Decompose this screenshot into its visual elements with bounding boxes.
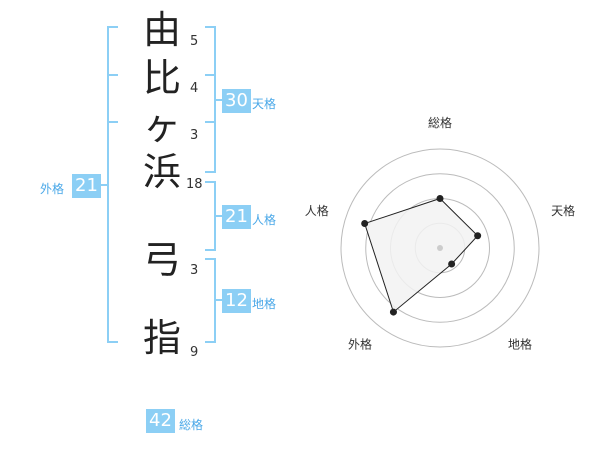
stroke-count-2: 4 (190, 81, 199, 96)
chikaku-value: 12 (222, 289, 251, 313)
radar-axis-label-5: 人格 (305, 203, 329, 218)
radar-axis-label-4: 外格 (348, 336, 372, 351)
soukaku-label: 総格 (179, 418, 204, 432)
chikaku-label: 地格 (252, 297, 277, 311)
name-char-1: 由 (142, 8, 181, 52)
radar-point-5 (361, 220, 369, 228)
soukaku-value: 42 (146, 409, 175, 433)
grid-ring-3 (365, 173, 515, 323)
stroke-count-6: 9 (190, 345, 199, 360)
name-char-6: 指 (142, 316, 181, 360)
radar-axis-label-3: 地格 (508, 336, 532, 351)
tenkaku-value: 30 (222, 89, 251, 113)
stroke-count-5: 3 (190, 263, 199, 278)
name-char-5: 弓 (142, 238, 181, 282)
gaikaku-value: 21 (72, 174, 101, 198)
stroke-count-4: 18 (186, 177, 203, 192)
stroke-count-1: 5 (190, 34, 199, 49)
grid-ring-4 (340, 148, 540, 348)
radar-axis-label-2: 天格 (551, 203, 575, 218)
radar-point-4 (389, 308, 397, 316)
name-char-2: 比 (142, 56, 181, 100)
name-char-4: 浜 (142, 150, 181, 194)
radar-axis-label-1: 総格 (428, 115, 452, 130)
name-char-3: ヶ (142, 104, 181, 148)
jinkaku-label: 人格 (252, 213, 277, 227)
stroke-count-3: 3 (190, 128, 199, 143)
radar-point-3 (448, 260, 456, 268)
tenkaku-label: 天格 (252, 97, 277, 111)
radar-point-2 (474, 232, 482, 240)
jinkaku-value: 21 (222, 205, 251, 229)
radar-point-1 (436, 195, 444, 202)
radar-area (364, 197, 479, 313)
gaikaku-label: 外格 (40, 182, 65, 196)
radar-center (437, 245, 443, 251)
